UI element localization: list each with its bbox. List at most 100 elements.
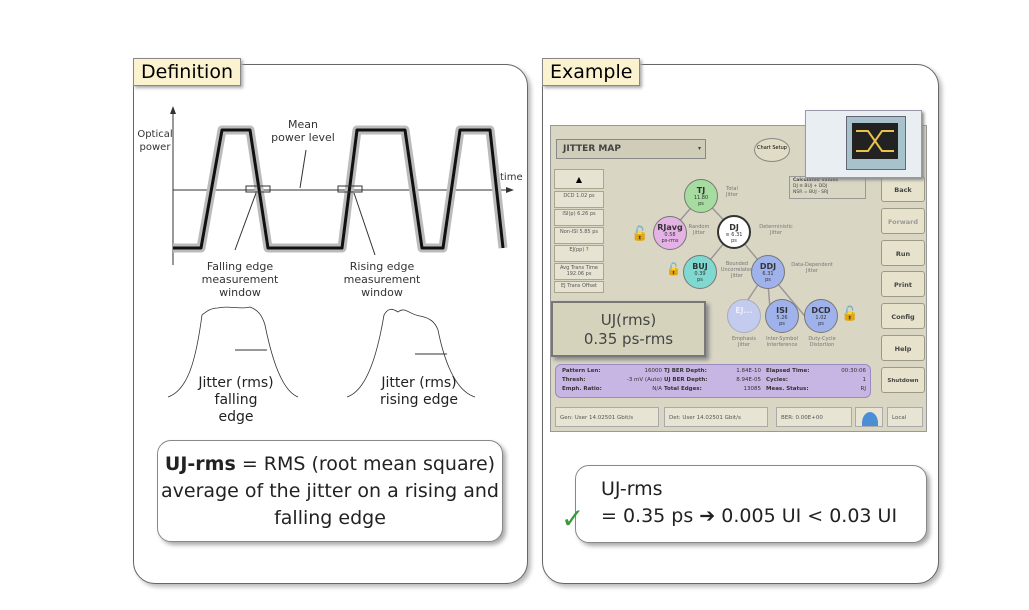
status-value: 8.94E-05	[736, 377, 761, 383]
status-value: 1.84E-10	[736, 368, 761, 374]
definition-tab: Definition	[133, 58, 242, 86]
run-button[interactable]: Run	[881, 240, 925, 266]
status-label: Pattern Len:	[562, 368, 601, 374]
node-value: ≅ 6.31	[725, 232, 743, 238]
node-unit: ps	[731, 238, 737, 244]
status-label: Elapsed Time:	[766, 368, 810, 374]
rising-window	[337, 185, 363, 193]
label-isi: Inter-Symbol Interference	[766, 336, 798, 348]
local-indicator: Local	[887, 407, 923, 427]
waveform-diagram	[167, 106, 514, 398]
node-unit: ps	[698, 201, 704, 207]
up-button[interactable]: ▲	[554, 169, 604, 189]
node-value: 0.39	[694, 271, 706, 277]
node-value: 6.31	[762, 271, 774, 277]
side-item[interactable]: Avg Trans Time 192.06 ps	[554, 263, 604, 280]
node-name: TJ	[696, 186, 706, 195]
status-value: -3 mV (Auto)	[626, 377, 662, 383]
node-value: 0.58	[664, 232, 676, 238]
node-value: 1.02	[815, 315, 827, 321]
node-name: EJ...	[735, 306, 753, 315]
label-tj: Total Jitter	[726, 186, 738, 198]
side-item[interactable]: ISI(p) 6.26 ps	[554, 209, 604, 226]
status-label: Emph. Ratio:	[562, 386, 602, 392]
status-label: UJ BER Depth:	[664, 377, 708, 383]
summary-text: = RMS (root mean square) average of the …	[161, 453, 499, 529]
print-button[interactable]: Print	[881, 271, 925, 297]
ber-readout: BER: 0.00E+00	[776, 407, 852, 427]
lock-icon[interactable]: 🔓	[631, 226, 649, 242]
status-label: TJ BER Depth:	[664, 368, 707, 374]
status-label: Total Edges:	[664, 386, 702, 392]
result-title: UJ-rms	[601, 478, 663, 500]
falling-jitter-label: Jitter (rms) falling edge	[198, 375, 274, 425]
summary-term: UJ-rms	[164, 453, 236, 475]
falling-window	[245, 185, 271, 193]
lock-icon[interactable]: 🔓	[841, 306, 859, 322]
forward-button[interactable]: Forward	[881, 208, 925, 234]
side-item[interactable]: EJ Trans Offset	[554, 281, 604, 293]
label-dcd: Duty-Cycle Distortion	[808, 336, 836, 348]
rising-pointer	[353, 192, 376, 256]
rising-histogram	[346, 308, 476, 398]
y-axis-arrow	[170, 106, 176, 114]
side-item[interactable]: DCD 1.02 ps	[554, 191, 604, 208]
node-name: ISI	[776, 306, 788, 315]
status-value: N/A	[652, 386, 662, 392]
status-value: 00:30:06	[841, 368, 866, 374]
status-label: Thresh:	[562, 377, 586, 383]
histogram-icon[interactable]	[855, 407, 883, 427]
node-name: DJ	[729, 223, 739, 232]
uj-popup-line2: 0.35 ps-rms	[583, 330, 674, 348]
side-item[interactable]: Non-ISI 5.85 ps	[554, 227, 604, 244]
mean-arrow	[299, 149, 307, 189]
node-unit: ps	[765, 277, 771, 283]
label-rj: Random Jitter	[688, 224, 710, 236]
det-rate: Det: User 14.02501 Gbit/s	[664, 407, 768, 427]
definition-summary: UJ-rms = RMS (root mean square) average …	[157, 440, 503, 542]
status-panel: Pattern Len: 16000 TJ BER Depth: 1.84E-1…	[555, 364, 871, 398]
node-unit: ps-rms	[661, 238, 679, 244]
node-name: RJavg	[657, 223, 683, 232]
shutdown-button[interactable]: Shutdown	[881, 367, 925, 393]
dropdown-icon[interactable]: ▾	[697, 145, 701, 152]
back-button[interactable]: Back	[881, 176, 925, 202]
node-unit: ps	[818, 321, 824, 327]
falling-histogram	[167, 306, 299, 398]
label-buj: Bounded Uncorrelated Jitter	[720, 261, 754, 279]
side-item[interactable]: EJ(pp) ?	[554, 245, 604, 262]
status-value: 1	[862, 377, 867, 383]
falling-window-label: Falling edge measurement window	[201, 260, 279, 299]
falling-pointer	[234, 192, 257, 251]
lock-icon[interactable]: 🔓	[666, 262, 681, 276]
label-ej: Emphasis Jitter	[731, 336, 757, 348]
node-value: 5.26	[776, 315, 788, 321]
status-label: Cycles:	[766, 377, 788, 383]
example-tab: Example	[542, 58, 641, 86]
label-ddj: Data-Dependent Jitter	[791, 262, 833, 274]
chart-setup-button[interactable]: Chart Setup	[754, 138, 790, 162]
config-button[interactable]: Config	[881, 303, 925, 329]
check-icon: ✓	[561, 502, 585, 535]
jitter-map-title-bar: JITTER MAP ▾	[556, 139, 706, 159]
status-value: 16000	[644, 368, 663, 374]
gen-rate: Gen: User 14.02501 Gbit/s	[555, 407, 659, 427]
node-value: 11.80	[693, 195, 709, 201]
jitter-map-title: JITTER MAP	[563, 144, 621, 154]
help-button[interactable]: Help	[881, 335, 925, 361]
uj-popup: UJ(rms) 0.35 ps-rms	[551, 301, 706, 357]
node-ej[interactable]: EJ...	[727, 299, 761, 333]
waveform	[173, 128, 505, 250]
status-value: RJ	[860, 386, 866, 392]
node-unit: ps	[697, 277, 703, 283]
result-text: = 0.35 ps ➔ 0.005 UI < 0.03 UI	[601, 505, 898, 527]
mean-label: Mean power level	[271, 118, 335, 144]
example-result: UJ-rms = 0.35 ps ➔ 0.005 UI < 0.03 UI	[575, 465, 927, 543]
